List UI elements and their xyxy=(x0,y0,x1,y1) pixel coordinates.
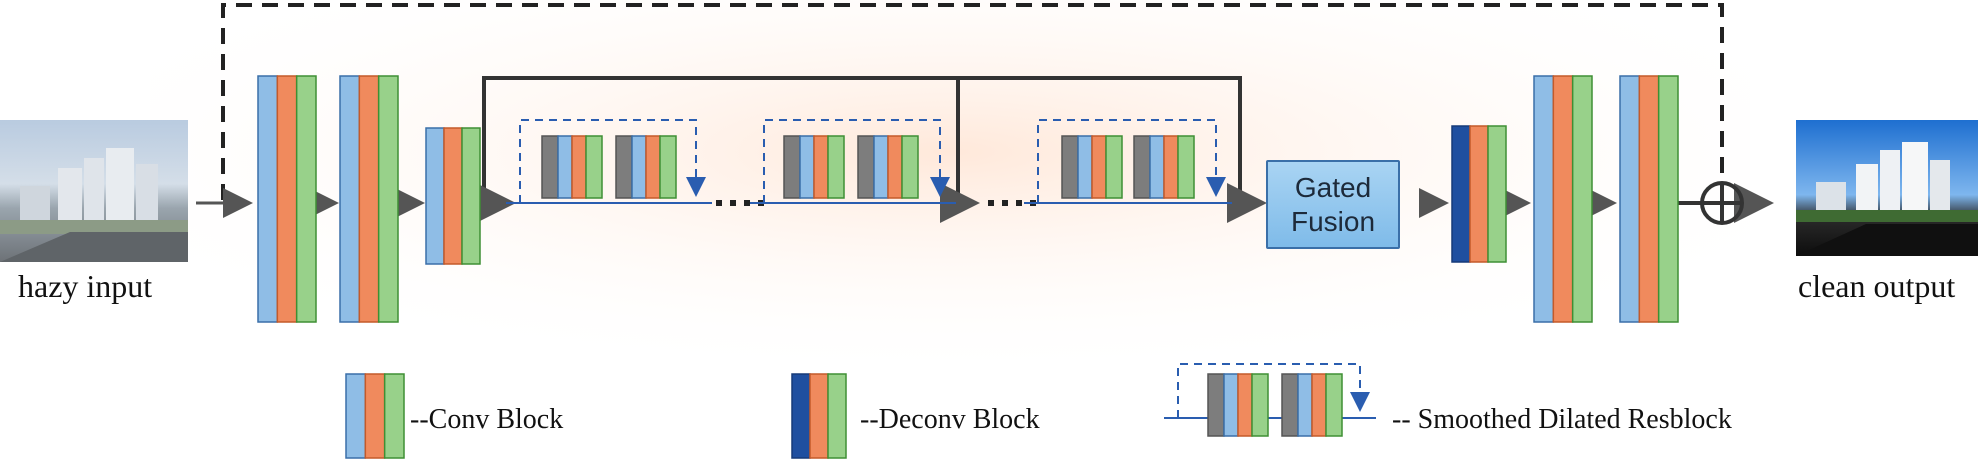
resblock-3a xyxy=(1061,135,1123,199)
conv-block-2 xyxy=(339,75,399,323)
legend-conv-icon xyxy=(345,373,405,459)
resblock-1a xyxy=(541,135,603,199)
resblock-1b xyxy=(615,135,677,199)
gated-fusion-label-line2: Fusion xyxy=(1290,205,1376,237)
conv-block-3 xyxy=(425,127,481,265)
conv-block-4 xyxy=(1533,75,1593,323)
clean-output-label: clean output xyxy=(1798,268,1956,304)
resblock-skip-3 xyxy=(1024,119,1232,204)
resblock-skip-1 xyxy=(506,119,712,204)
legend-deconv-label: --Deconv Block xyxy=(860,404,1040,435)
legend-resblock-a xyxy=(1207,373,1269,437)
resblock-2a xyxy=(783,135,845,199)
legend-deconv-icon xyxy=(791,373,847,459)
resblock-skip-2 xyxy=(750,119,956,204)
hazy-input-image xyxy=(0,120,188,262)
legend-resblock-b xyxy=(1281,373,1343,437)
global-skip-connection xyxy=(221,3,1724,200)
conv-block-1 xyxy=(257,75,317,323)
gated-fusion-box: Gated Fusion xyxy=(1266,160,1400,249)
resblock-2b xyxy=(857,135,919,199)
clean-output-image xyxy=(1796,120,1978,256)
conv-block-5 xyxy=(1619,75,1679,323)
sum-node-icon xyxy=(1700,181,1744,225)
resblock-3b xyxy=(1133,135,1195,199)
hazy-input-label: hazy input xyxy=(18,268,153,304)
deconv-block-1 xyxy=(1451,125,1507,263)
gated-fusion-label-line1: Gated xyxy=(1294,171,1372,203)
legend-conv-label: --Conv Block xyxy=(410,404,564,435)
fusion-connections xyxy=(482,76,1242,203)
legend-resblock-label: -- Smoothed Dilated Resblock xyxy=(1392,404,1732,435)
